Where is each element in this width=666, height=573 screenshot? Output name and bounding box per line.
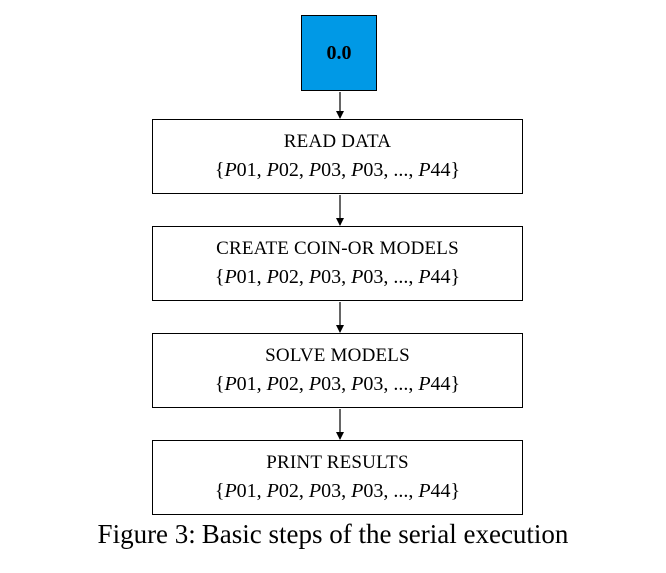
param-item: P02 [266, 480, 299, 502]
start-node-label: 0.0 [326, 41, 352, 64]
param-item: P03 [351, 373, 384, 395]
step-title: SOLVE MODELS [265, 345, 410, 366]
param-item: P44 [418, 159, 451, 181]
param-item: P44 [418, 266, 451, 288]
param-item: P03 [308, 159, 342, 181]
caption-label: Figure 3: [97, 519, 196, 549]
param-item: P03 [308, 266, 342, 288]
step-title: READ DATA [283, 131, 392, 152]
param-item: P01 [224, 266, 257, 288]
step-print-results: PRINT RESULTS {P01, P02, P03, P03, ..., … [152, 440, 523, 515]
step-title: PRINT RESULTS [266, 452, 409, 473]
figure-caption: Figure 3:Basic steps of the serial execu… [0, 519, 666, 550]
param-item: P03 [308, 373, 342, 395]
param-item: P02 [266, 266, 299, 288]
step-read-data: READ DATA {P01, P02, P03, P03, ..., P44} [152, 119, 523, 194]
param-item: P02 [266, 373, 299, 395]
param-item: ... [393, 480, 409, 502]
param-item: P03 [351, 480, 384, 502]
param-item: P03 [351, 159, 384, 181]
step-params: {P01, P02, P03, P03, ..., P44} [214, 266, 461, 288]
step-title: CREATE COIN-OR MODELS [216, 238, 459, 259]
param-item: ... [393, 266, 409, 288]
caption-text: Basic steps of the serial execution [201, 519, 569, 549]
step-create-models: CREATE COIN-OR MODELS {P01, P02, P03, P0… [152, 226, 523, 301]
param-item: P02 [266, 159, 299, 181]
param-item: P01 [224, 159, 257, 181]
param-item: ... [393, 373, 409, 395]
param-item: P44 [418, 373, 451, 395]
step-params: {P01, P02, P03, P03, ..., P44} [214, 159, 461, 181]
param-item: P03 [351, 266, 384, 288]
step-solve-models: SOLVE MODELS {P01, P02, P03, P03, ..., P… [152, 333, 523, 408]
param-item: ... [393, 159, 409, 181]
step-params: {P01, P02, P03, P03, ..., P44} [214, 480, 461, 502]
param-item: P01 [224, 373, 257, 395]
param-item: P44 [418, 480, 451, 502]
param-item: P03 [308, 480, 342, 502]
start-node: 0.0 [301, 15, 377, 91]
param-item: P01 [224, 480, 257, 502]
step-params: {P01, P02, P03, P03, ..., P44} [214, 373, 461, 395]
